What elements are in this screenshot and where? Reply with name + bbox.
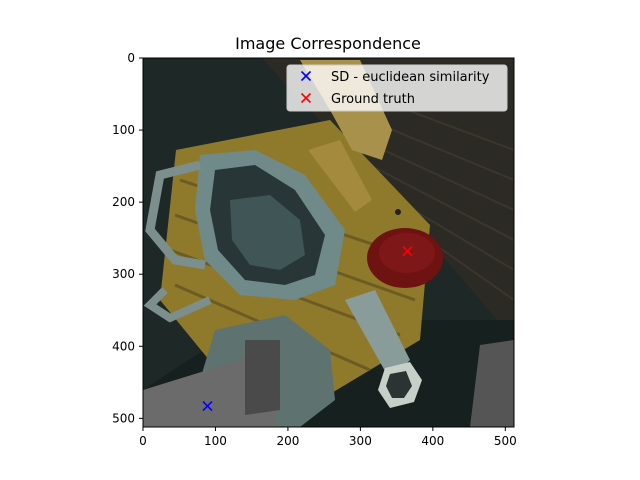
y-tick-label: 200	[112, 195, 135, 209]
x-tick-label: 500	[494, 434, 517, 448]
x-axis: 0 100 200 300 400 500	[139, 427, 517, 448]
ground-truth-marker	[402, 246, 413, 257]
background-image	[143, 58, 514, 427]
x-tick-label: 300	[349, 434, 372, 448]
y-tick-label: 0	[127, 51, 135, 65]
y-axis: 0 100 200 300 400 500	[112, 51, 143, 425]
sd-euclidean-marker	[202, 401, 213, 412]
chart-title: Image Correspondence	[235, 34, 421, 53]
y-tick-label: 400	[112, 339, 135, 353]
plot-markers	[202, 246, 413, 412]
legend-ground-truth-label: Ground truth	[331, 92, 415, 107]
y-tick-label: 500	[112, 411, 135, 425]
legend-sd-euclidean-label: SD - euclidean similarity	[331, 70, 490, 85]
y-tick-label: 300	[112, 267, 135, 281]
y-tick-label: 100	[112, 123, 135, 137]
x-tick-label: 100	[204, 434, 227, 448]
legend-sd-euclidean-marker	[300, 70, 312, 82]
plot-frame	[142, 57, 515, 428]
x-tick-label: 200	[276, 434, 299, 448]
x-tick-label: 0	[139, 434, 147, 448]
x-tick-label: 400	[421, 434, 444, 448]
legend-ground-truth-marker	[300, 92, 312, 104]
